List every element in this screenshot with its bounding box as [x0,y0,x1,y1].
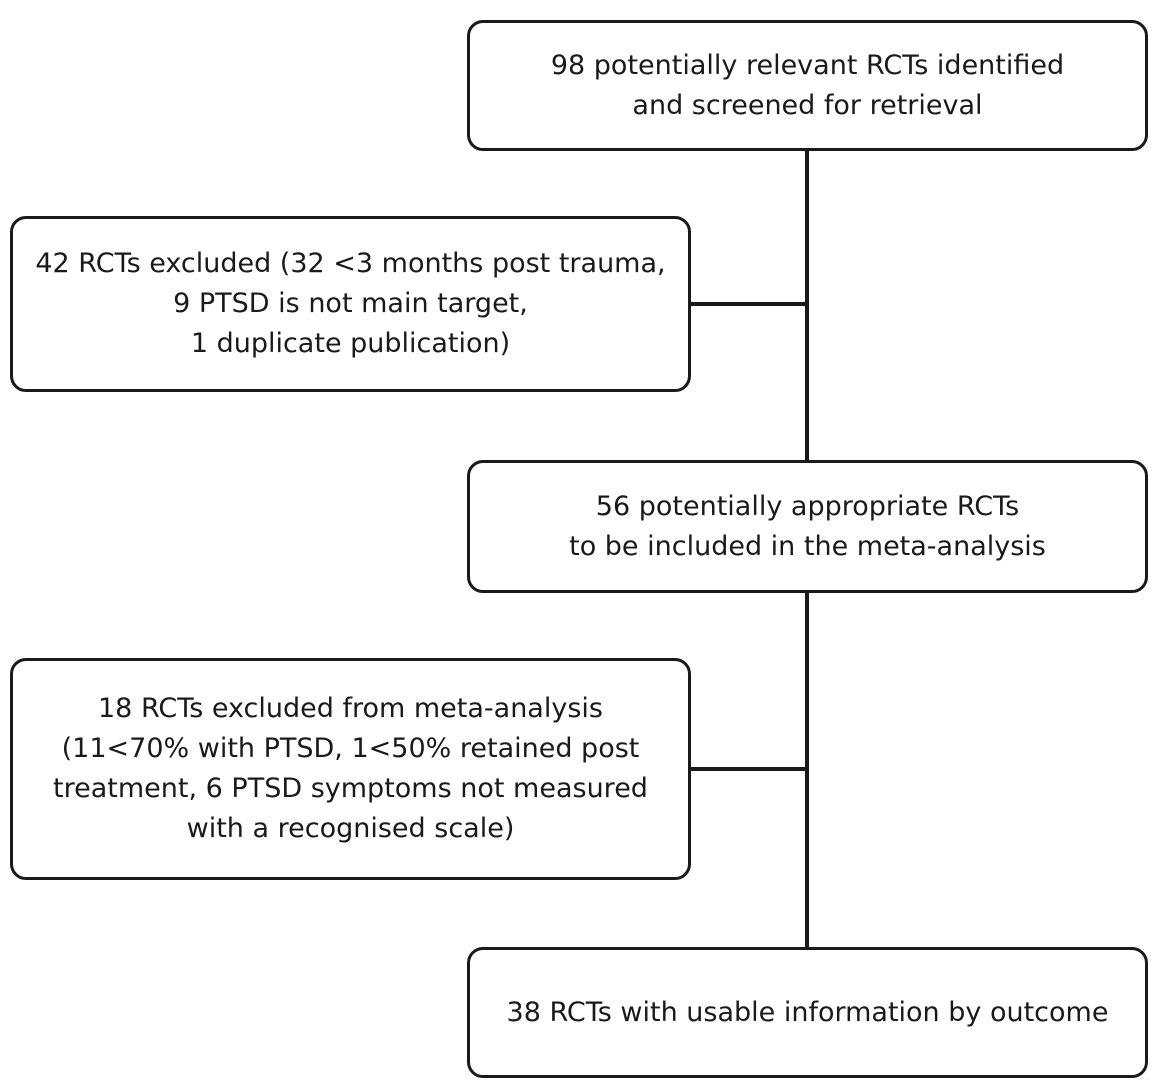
identified-rcts-box: 98 potentially relevant RCTs identified … [467,20,1148,151]
excluded-rcts-box: 42 RCTs excluded (32 <3 months post trau… [10,216,691,392]
usable-rcts-text: 38 RCTs with usable information by outco… [506,996,1109,1028]
identified-rcts-text: 98 potentially relevant RCTs identified … [550,49,1065,121]
meta-analysis-excluded-text: 18 RCTs excluded from meta-analysis (11<… [53,693,648,844]
appropriate-rcts-text: 56 potentially appropriate RCTs to be in… [569,490,1046,562]
excluded-rcts-text: 42 RCTs excluded (32 <3 months post trau… [35,248,666,359]
usable-rcts-box: 38 RCTs with usable information by outco… [467,947,1148,1078]
meta-analysis-excluded-box: 18 RCTs excluded from meta-analysis (11<… [10,658,691,880]
appropriate-rcts-box: 56 potentially appropriate RCTs to be in… [467,460,1148,593]
